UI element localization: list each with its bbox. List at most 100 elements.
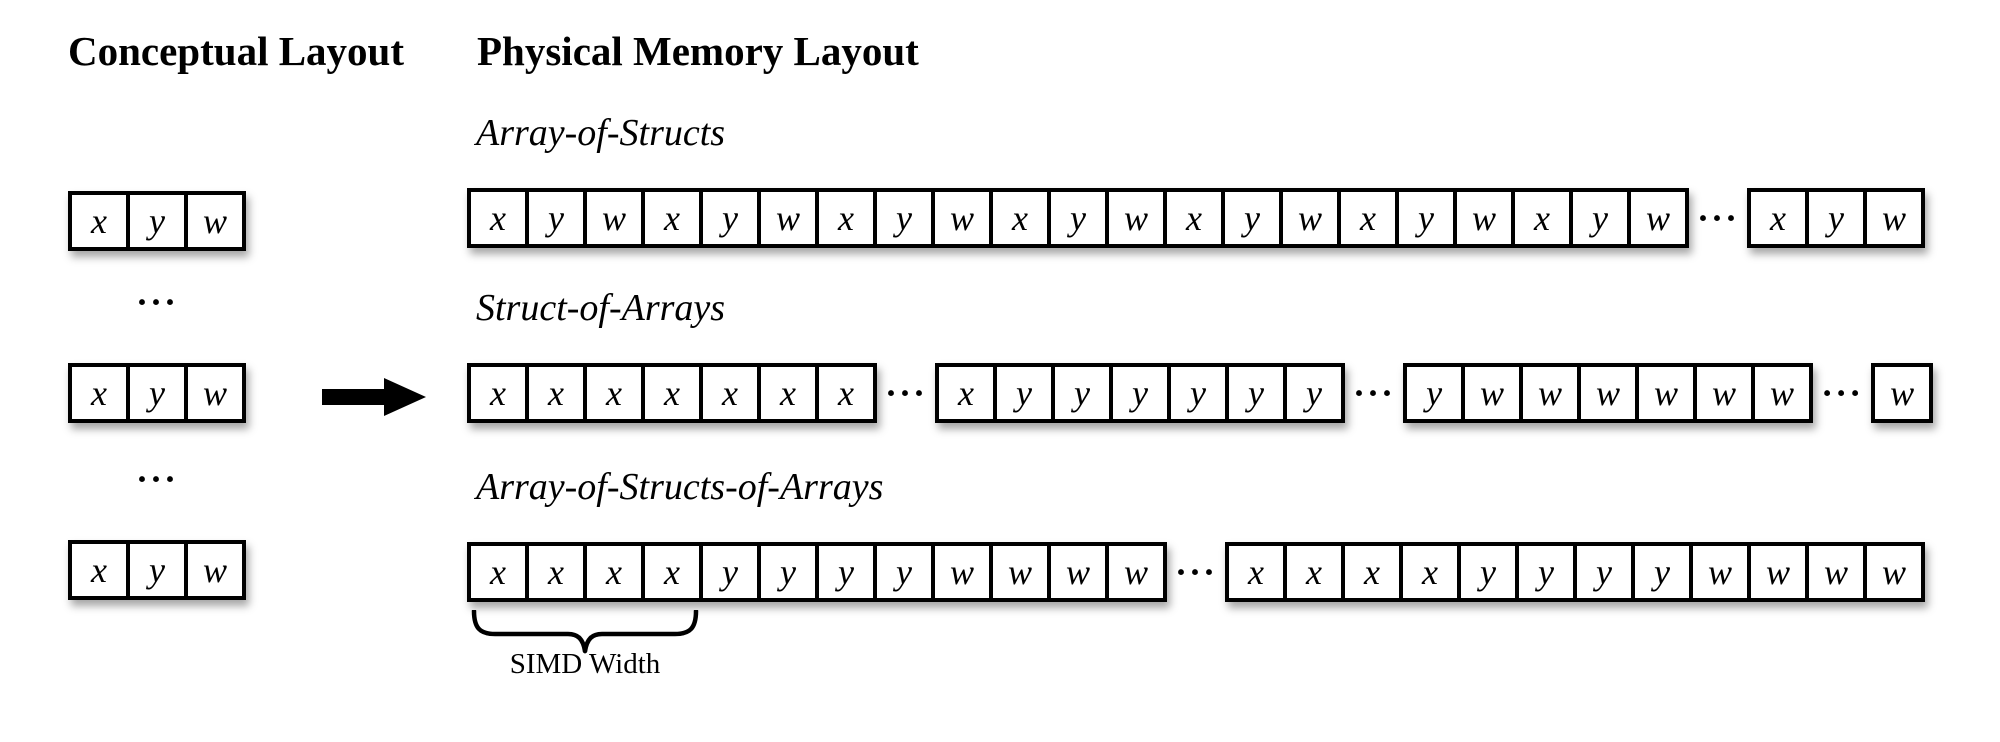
memory-cell: x (1751, 192, 1810, 244)
memory-cell: y (130, 367, 188, 419)
memory-cell: x (1515, 192, 1573, 244)
section-title-array-of-structs-of-arrays: Array-of-Structs-of-Arrays (476, 466, 884, 508)
memory-cell: y (819, 546, 877, 598)
memory-cell: x (587, 546, 645, 598)
memory-cell: x (645, 367, 703, 419)
memory-cell: y (877, 192, 935, 244)
memory-cell: y (1171, 367, 1230, 419)
memory-cell: w (1123, 552, 1148, 592)
memory-cell: w (1809, 546, 1868, 598)
memory-cell: w (202, 373, 227, 413)
memory-cell: w (1882, 552, 1907, 592)
memory-cell: x (1287, 546, 1346, 598)
memory-cell: x (761, 367, 819, 419)
memory-cell: w (202, 201, 227, 241)
memory-cell: y (1519, 546, 1578, 598)
ellipsis: ··· (135, 282, 179, 322)
memory-cell: w (1457, 192, 1515, 244)
conceptual-layout-heading: Conceptual Layout (68, 28, 405, 74)
memory-cell: w (935, 546, 993, 598)
simd-width-brace (471, 610, 699, 654)
memory-cell: y (1225, 192, 1283, 244)
memory-cell: x (819, 192, 877, 244)
memory-cell: x (587, 367, 645, 419)
memory-cell: y (529, 192, 587, 244)
memory-cell: y (1809, 192, 1868, 244)
memory-block: w (1871, 363, 1934, 423)
memory-cell: x (939, 367, 998, 419)
memory-cell: y (1399, 192, 1457, 244)
physical-memory-layout-heading: Physical Memory Layout (477, 28, 919, 74)
ellipsis: ··· (1697, 198, 1740, 238)
memory-cell: x (645, 546, 703, 598)
memory-cell: x (471, 192, 529, 244)
memory-cell: y (1635, 546, 1694, 598)
memory-cell: w (1639, 367, 1698, 419)
memory-cell: w (1645, 198, 1670, 238)
memory-cell: x (1345, 546, 1404, 598)
memory-cell: y (997, 367, 1056, 419)
memory-cell: w (1581, 367, 1640, 419)
memory-cell: x (471, 367, 529, 419)
memory-cell: x (72, 195, 130, 247)
memory-cell: w (1882, 198, 1907, 238)
memory-cell: x (703, 367, 761, 419)
memory-cell: y (1306, 373, 1323, 413)
memory-cell: w (202, 550, 227, 590)
memory-cell: w (1465, 367, 1524, 419)
memory-cell: x (72, 367, 130, 419)
memory-cell: y (1461, 546, 1520, 598)
ellipsis: ··· (1353, 373, 1396, 413)
memory-cell: w (1770, 373, 1795, 413)
memory-cell: w (1051, 546, 1109, 598)
section-title-struct-of-arrays: Struct-of-Arrays (476, 287, 726, 329)
memory-cell: y (877, 546, 935, 598)
memory-cell: w (1109, 192, 1167, 244)
memory-cell: x (1403, 546, 1462, 598)
memory-cell: y (1577, 546, 1636, 598)
memory-cell: x (529, 367, 587, 419)
right-arrow-icon (322, 378, 426, 416)
memory-cell: x (1341, 192, 1399, 244)
memory-cell: w (1751, 546, 1810, 598)
memory-cell: y (1051, 192, 1109, 244)
memory-cell: w (761, 192, 819, 244)
ellipsis: ··· (885, 373, 928, 413)
ellipsis: ··· (135, 459, 179, 499)
memory-cell: y (130, 544, 188, 596)
memory-cell: w (935, 192, 993, 244)
memory-cell: w (587, 192, 645, 244)
memory-cell: w (1283, 192, 1341, 244)
memory-cell: x (529, 546, 587, 598)
memory-cell: y (703, 192, 761, 244)
memory-cell: x (645, 192, 703, 244)
simd-width-label: SIMD Width (509, 648, 661, 680)
memory-cell: x (72, 544, 130, 596)
memory-cell: w (1523, 367, 1582, 419)
memory-cell: y (1407, 367, 1466, 419)
section-title-array-of-structs: Array-of-Structs (476, 112, 726, 154)
memory-cell: w (1890, 373, 1915, 413)
memory-cell: x (1167, 192, 1225, 244)
ellipsis: ··· (1821, 373, 1864, 413)
memory-cell: y (1229, 367, 1288, 419)
memory-cell: y (761, 546, 819, 598)
memory-cell: x (1229, 546, 1288, 598)
memory-cell: x (838, 373, 854, 413)
memory-cell: x (471, 546, 529, 598)
ellipsis: ··· (1175, 552, 1218, 592)
memory-cell: y (130, 195, 188, 247)
memory-cell: y (703, 546, 761, 598)
memory-cell: y (1573, 192, 1631, 244)
